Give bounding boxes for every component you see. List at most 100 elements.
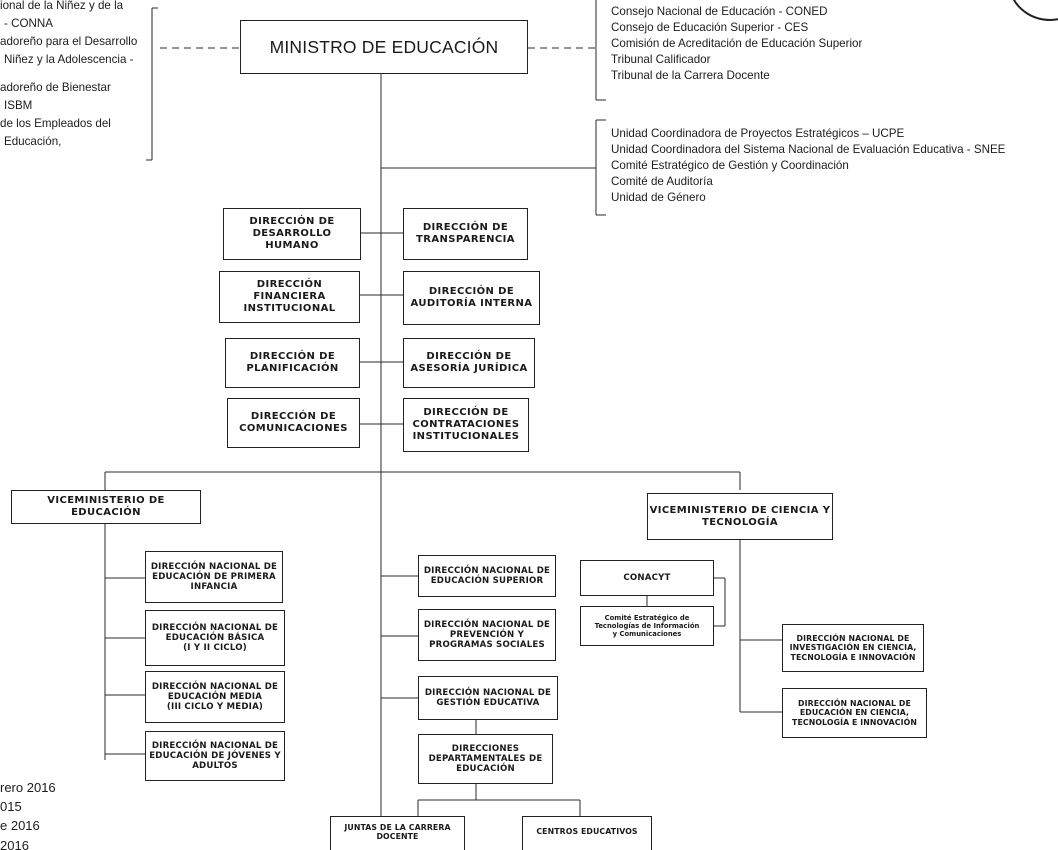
box-line: EDUCACIÓN DE PRIMERA — [152, 571, 276, 582]
left-entity-6: ISBM — [4, 99, 33, 112]
box-line: DIRECCIÓN NACIONAL DE — [423, 565, 551, 576]
box-line: INFANCIA — [190, 582, 238, 593]
box-line: VICEMINISTERIO DE EDUCACIÓN — [47, 495, 165, 518]
box-line: DIRECCIÓN DE — [423, 407, 509, 418]
left-entity-1: ional de la Niñez y de la — [0, 0, 124, 12]
box-line: TRANSPARENCIA — [416, 234, 515, 245]
box-line: y Comunicaciones — [612, 630, 682, 639]
box-vice-education: VICEMINISTERIO DE EDUCACIÓN — [11, 490, 201, 524]
box-line: DEPARTAMENTALES DE — [428, 753, 543, 764]
box-line: GESTIÓN EDUCATIVA — [436, 698, 540, 708]
box-line: EDUCACIÓN MEDIA — [167, 691, 263, 702]
footer-date-1: rero 2016 — [0, 780, 56, 795]
box-line: DIRECCIÓN DE — [428, 286, 515, 297]
box-line: DIRECCIÓN NACIONAL DE — [151, 740, 279, 751]
council-item: Tribunal de la Carrera Docente — [611, 69, 770, 82]
box-line: JUNTAS DE LA CARRERA — [344, 823, 451, 832]
box-line: EDUCACIÓN DE JÓVENES Y — [149, 750, 281, 761]
unit-item: Unidad de Género — [611, 191, 706, 204]
box-line: EDUCACIÓN BÁSICA — [165, 632, 265, 643]
box-line: INVESTIGACIÓN EN CIENCIA, — [789, 643, 917, 653]
box-line: TECNOLOGÍA — [701, 516, 779, 528]
box-line: TECNOLOGÍA E INNOVACIÓN — [790, 652, 916, 662]
unit-item: Unidad Coordinadora de Proyectos Estraté… — [611, 127, 905, 140]
box-line: DIRECCIÓN DE — [249, 216, 335, 227]
box-line: ASESORÍA JURÍDICA — [410, 363, 528, 374]
box-line: PREVENCIÓN Y — [449, 629, 525, 640]
box-line: AUDITORÍA INTERNA — [410, 298, 533, 309]
council-item: Consejo Nacional de Educación - CONED — [611, 5, 828, 18]
box-line: DIRECCIÓN FINANCIERA — [253, 279, 326, 302]
council-item: Comisión de Acreditación de Educación Su… — [611, 37, 863, 50]
unit-item: Comité Estratégico de Gestión y Coordina… — [611, 159, 849, 172]
box-line: DIRECCIONES — [451, 743, 520, 754]
box-line: CONACYT — [623, 572, 671, 583]
council-item: Consejo de Educación Superior - CES — [611, 21, 809, 34]
box-line: EDUCACIÓN — [456, 764, 515, 775]
left-entity-8: Educación, — [4, 135, 62, 148]
minister-box: MINISTRO DE EDUCACIÓN — [240, 20, 528, 74]
box-line: DIRECCIÓN NACIONAL DE — [423, 619, 551, 630]
box-line: Comité Estratégico de — [604, 613, 690, 622]
box-line: DIRECCIÓN DE — [426, 351, 512, 362]
box-line: DIRECCIÓN NACIONAL DE — [151, 681, 279, 692]
units-list: Unidad Coordinadora de Proyectos Estraté… — [611, 126, 1005, 206]
left-entity-5: adoreño de Bienestar — [0, 81, 111, 94]
box-line: EDUCACIÓN SUPERIOR — [430, 576, 544, 586]
left-entity-3: adoreño para el Desarrollo — [0, 35, 138, 48]
minister-title: MINISTRO DE EDUCACIÓN — [269, 36, 499, 57]
box-line: DIRECCIÓN DE — [249, 351, 336, 362]
box-line: DIRECCIÓN DE — [422, 222, 509, 233]
box-line: VICEMINISTERIO DE CIENCIA Y — [649, 504, 831, 516]
box-line: PLANIFICACIÓN — [246, 363, 339, 374]
box-line: DOCENTE — [376, 832, 419, 842]
box-line: DIRECCIÓN NACIONAL DE — [151, 622, 279, 633]
box-line: Tecnologías de Información — [594, 621, 700, 630]
council-item: Tribunal Calificador — [611, 53, 711, 66]
box-line: DIRECCIÓN DE — [250, 411, 337, 422]
footer-date-4: 2016 — [0, 838, 29, 850]
box-line: INSTITUCIONALES — [412, 431, 520, 442]
left-entity-2: - CONNA — [4, 17, 53, 30]
unit-item: Comité de Auditoría — [611, 175, 713, 188]
box-line: (I Y II CICLO) — [183, 643, 247, 654]
box-line: DIRECCIÓN NACIONAL DE — [798, 698, 911, 708]
box-centros-educativos: CENTROS EDUCATIVOS — [522, 816, 652, 850]
box-line: INSTITUCIONAL — [243, 303, 336, 314]
left-entity-4: Niñez y la Adolescencia - — [4, 53, 134, 66]
footer-date-3: e 2016 — [0, 818, 40, 833]
box-line: CENTROS EDUCATIVOS — [536, 827, 638, 836]
box-line: EDUCACIÓN EN CIENCIA, — [799, 708, 910, 718]
box-line: PROGRAMAS SOCIALES — [429, 640, 545, 651]
box-line: CONTRATACIONES — [412, 419, 520, 430]
box-line: TECNOLOGÍA E INNOVACIÓN — [792, 717, 917, 727]
left-entity-7: de los Empleados del — [0, 117, 111, 130]
box-line: COMUNICACIONES — [239, 423, 348, 434]
unit-item: Unidad Coordinadora del Sistema Nacional… — [611, 143, 1006, 156]
box-line: DIRECCIÓN NACIONAL DE — [796, 633, 910, 643]
box-line: (III CICLO Y MEDIA) — [166, 702, 264, 713]
box-line: DIRECCIÓN NACIONAL DE — [424, 687, 552, 698]
box-conacyt: CONACYT — [580, 560, 714, 596]
